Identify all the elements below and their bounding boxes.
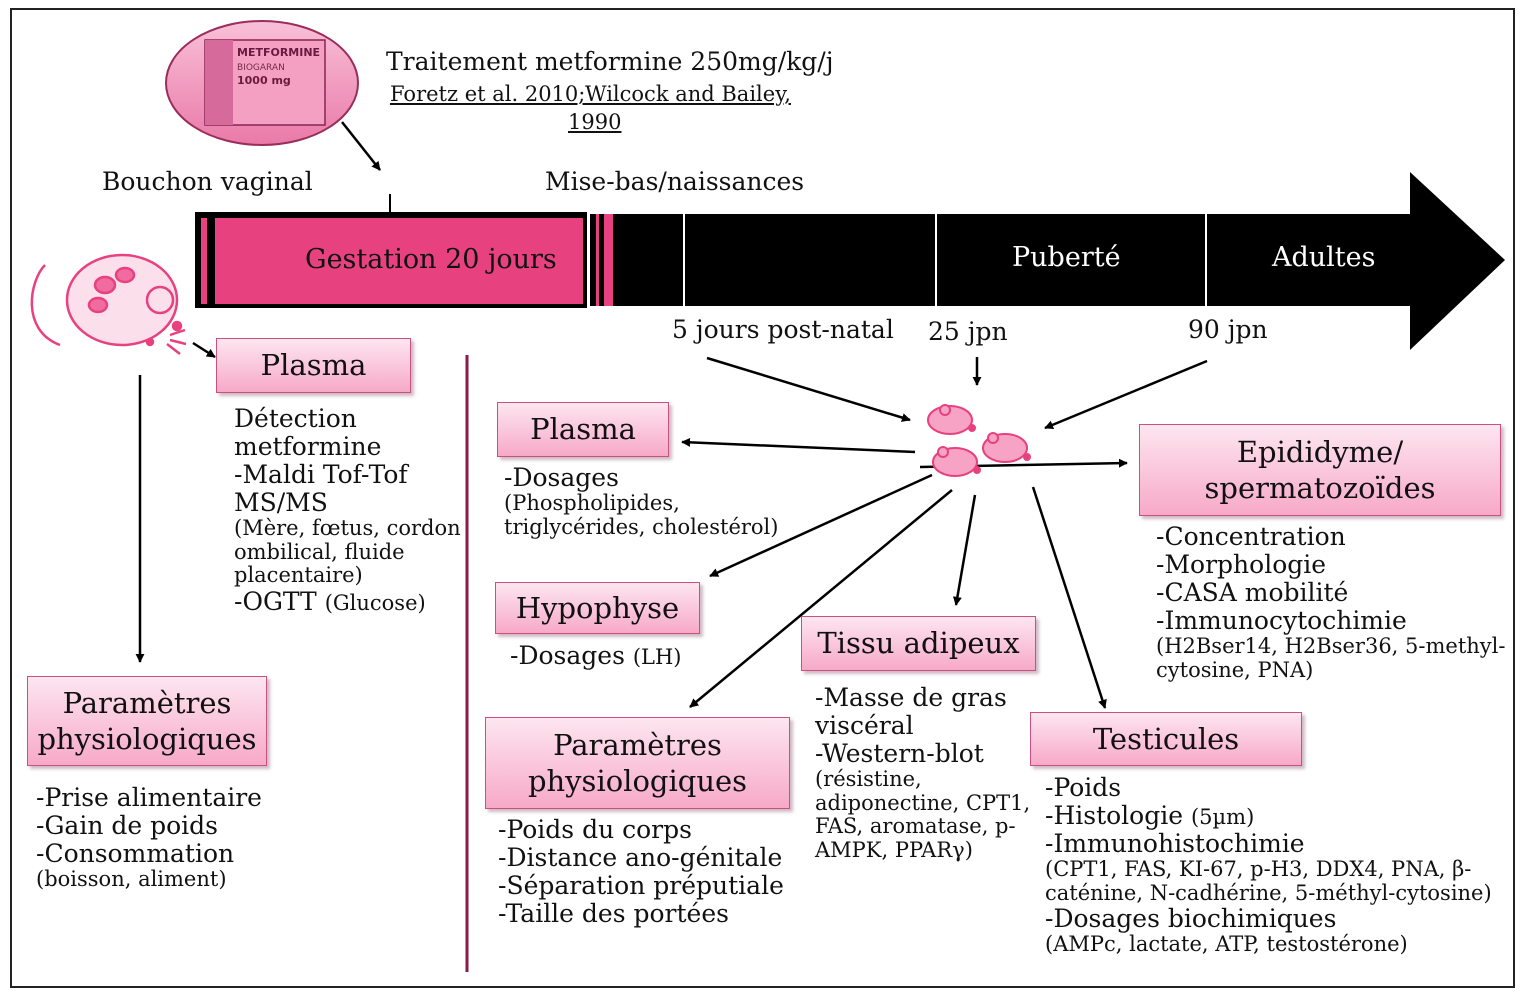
adipose-detail: FAS, aromatase, p-	[815, 814, 1016, 839]
epididyme-line: -Immunocytochimie	[1156, 606, 1407, 635]
adipose-detail: (résistine,	[815, 767, 922, 791]
mother-plasma-detail: (Mère, fœtus, cordon	[234, 516, 461, 540]
mother-physio-line: -Consommation	[36, 839, 235, 868]
adipose-detail: adiponectine, CPT1,	[815, 790, 1031, 815]
testis-poids: -Poids	[1045, 773, 1122, 802]
mother-ogtt-line: -OGTT (Glucose)	[234, 586, 461, 616]
offspring-physio-line: -Séparation préputiale	[498, 871, 784, 900]
ogtt-detail: (Glucose)	[324, 590, 426, 615]
timeline-arrow	[590, 172, 1505, 350]
mother-physio-line: -Gain de poids	[36, 811, 218, 840]
testis-histologie-line: -Histologie (5µm)	[1045, 802, 1492, 830]
timepoint-5-jours: 5 jours post-natal	[672, 315, 894, 344]
pill-maker-text: BIOGARAN	[237, 63, 285, 73]
timepoint-25-jpn: 25 jpn	[928, 317, 1008, 346]
reference-foretz: Foretz et al. 2010;	[390, 82, 586, 106]
mise-bas-label: Mise-bas/naissances	[545, 167, 805, 196]
reference-wilcock: Wilcock and Bailey,	[585, 82, 791, 106]
arrows	[135, 121, 1208, 709]
mother-plasma-line: Détection	[234, 404, 357, 433]
adipose-line: viscéral	[815, 711, 914, 740]
ogtt-label: -OGTT	[234, 586, 317, 616]
mother-mouse-icon	[30, 253, 187, 355]
mother-physio-line: -Prise alimentaire	[36, 783, 262, 812]
testis-immuno-detail: caténine, N-cadhérine, 5-méthyl-cytosine…	[1045, 880, 1492, 905]
offspring-plasma-box: Plasma	[497, 402, 669, 457]
testis-histologie-detail: (5µm)	[1190, 805, 1255, 829]
tissu-adipeux-list: -Masse de gras viscéral -Western-blot (r…	[815, 684, 1030, 862]
mother-plasma-box: Plasma	[216, 338, 411, 393]
mother-physio-list: -Prise alimentaire -Gain de poids -Conso…	[36, 784, 262, 892]
mother-plasma-line: -Maldi Tof-Tof	[234, 460, 408, 489]
mother-physio-title: Paramètres	[62, 685, 232, 720]
epididyme-title: Epididyme/	[1236, 434, 1404, 469]
offspring-physio-title: Paramètres	[553, 727, 722, 762]
testicules-list: -Poids -Histologie (5µm) -Immunohistochi…	[1045, 774, 1492, 957]
timepoint-90-jpn: 90 jpn	[1188, 315, 1268, 344]
offspring-physio-line: -Poids du corps	[498, 815, 692, 844]
hypophyse-list: -Dosages (LH)	[510, 642, 682, 670]
testis-immuno-detail: (CPT1, FAS, KI-67, p-H3, DDX4, PNA, β-	[1045, 857, 1472, 881]
adipose-line: -Western-blot	[815, 739, 984, 768]
offspring-plasma-list: -Dosages (Phospholipides, triglycérides,…	[504, 464, 778, 539]
bouchon-vaginal-label: Bouchon vaginal	[102, 167, 313, 196]
mother-plasma-line: MS/MS	[234, 488, 328, 517]
epididyme-box: Epididyme/ spermatozoïdes	[1139, 424, 1501, 516]
offspring-physio-box: Paramètres physiologiques	[485, 717, 790, 809]
tissu-adipeux-box: Tissu adipeux	[801, 616, 1036, 671]
hypophyse-detail: (LH)	[632, 645, 682, 669]
epididyme-detail: (H2Bser14, H2Bser36, 5-methyl-	[1156, 634, 1506, 658]
adipose-line: -Masse de gras	[815, 683, 1007, 712]
mother-physio-box: Paramètres physiologiques	[27, 676, 267, 766]
reference-year: 1990	[568, 110, 622, 134]
mother-plasma-list: Détection metformine -Maldi Tof-Tof MS/M…	[234, 405, 461, 616]
hypophyse-line: -Dosages (LH)	[510, 642, 682, 670]
testis-biochimie: -Dosages biochimiques	[1045, 904, 1337, 934]
epididyme-line: -Concentration	[1156, 522, 1346, 551]
offspring-physio-line: -Taille des portées	[498, 899, 729, 928]
offspring-plasma-detail: (Phospholipides,	[504, 491, 680, 515]
testicules-box: Testicules	[1030, 712, 1302, 766]
pill-brand-text: METFORMINE	[237, 46, 320, 59]
diagram-frame	[10, 8, 1515, 988]
epididyme-list: -Concentration -Morphologie -CASA mobili…	[1156, 523, 1505, 682]
epididyme-title: spermatozoïdes	[1204, 471, 1436, 505]
treatment-label: Traitement metformine 250mg/kg/j	[386, 47, 834, 76]
puberte-label: Puberté	[1012, 242, 1121, 273]
mother-plasma-line: metformine	[234, 432, 382, 461]
epididyme-detail: cytosine, PNA)	[1156, 657, 1314, 682]
adipose-detail: AMPK, PPARγ)	[815, 837, 973, 862]
gestation-bar	[195, 212, 613, 308]
mother-plasma-detail: ombilical, fluide	[234, 539, 405, 564]
offspring-physio-line: -Distance ano-génitale	[498, 843, 783, 872]
gestation-label: Gestation 20 jours	[305, 244, 557, 275]
mother-physio-title: physiologiques	[37, 722, 257, 756]
offspring-plasma-detail: triglycérides, cholestérol)	[504, 514, 779, 539]
adultes-label: Adultes	[1272, 242, 1376, 273]
offspring-mice-icon	[927, 404, 1031, 477]
testis-immuno: -Immunohistochimie	[1045, 829, 1305, 858]
offspring-physio-title: physiologiques	[527, 764, 748, 798]
testis-biochimie-detail: (AMPc, lactate, ATP, testostérone)	[1045, 932, 1408, 957]
offspring-physio-list: -Poids du corps -Distance ano-génitale -…	[498, 816, 784, 928]
hypophyse-dosages: -Dosages	[510, 641, 625, 670]
metformine-pill-icon: METFORMINE BIOGARAN 1000 mg	[165, 20, 359, 146]
mother-physio-detail: (boisson, aliment)	[36, 867, 227, 891]
epididyme-line: -Morphologie	[1156, 550, 1327, 579]
testis-histologie: -Histologie	[1045, 801, 1184, 830]
epididyme-line: -CASA mobilité	[1156, 578, 1349, 607]
hypophyse-box: Hypophyse	[495, 582, 700, 634]
offspring-plasma-line: -Dosages	[504, 463, 619, 492]
pill-dose-text: 1000 mg	[237, 74, 291, 87]
mother-plasma-detail: placentaire)	[234, 563, 363, 588]
